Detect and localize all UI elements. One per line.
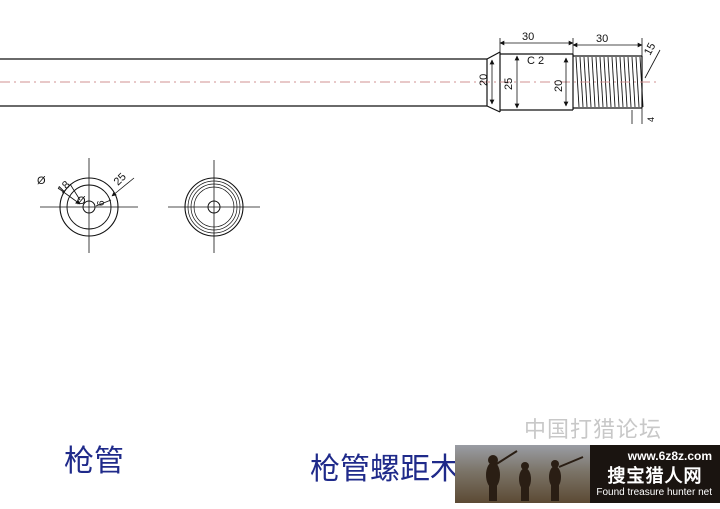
dim-relief: 4 (646, 117, 656, 122)
thread-line (611, 56, 616, 108)
cross-section-left-labels: Ø 18 Ø 25 6 (37, 171, 129, 207)
caption-barrel: 枪管 (64, 444, 124, 479)
label-ring-dia: 18 (56, 179, 73, 196)
barrel-side-view (0, 51, 643, 113)
thread-line (635, 56, 640, 108)
barrel-dimension-labels: 30 30 C 2 20 25 20 15 4 (478, 31, 658, 122)
cross-section-left (40, 158, 138, 253)
thread-line (615, 56, 620, 108)
banner-brand: 搜宝猎人网 (607, 466, 703, 487)
cross-section-right (168, 160, 260, 253)
dim-chamfer: C 2 (527, 55, 544, 67)
thread-line (595, 56, 600, 108)
thread-line (591, 56, 596, 108)
hunters-photo (455, 445, 590, 503)
label-bore: 6 (96, 200, 107, 206)
dim-shank-dia: 25 (503, 78, 515, 90)
banner-url[interactable]: www.6z8z.com (627, 449, 712, 463)
site-banner[interactable]: www.6z8z.com 搜宝猎人网 Found treasure hunter… (455, 445, 720, 503)
barrel-dimension-lines (489, 38, 661, 124)
label-bore-symbol: Ø (37, 175, 46, 187)
dim-collar-dia: 20 (478, 74, 490, 86)
caption-rifling: 枪管螺距木 (310, 452, 460, 487)
label-outer-dia: 25 (112, 171, 129, 188)
dim-length-thread: 30 (596, 33, 608, 45)
label-bore-symbol-inner: Ø (77, 195, 86, 207)
watermark: 中国打猎论坛 (524, 418, 663, 443)
thread-line (631, 56, 636, 108)
banner-subtitle: Found treasure hunter net (596, 487, 712, 498)
dim-thread-dia: 20 (553, 80, 565, 92)
dim-length-collar: 30 (522, 31, 534, 43)
thread-line (575, 56, 580, 108)
dim-thread-angle: 15 (642, 41, 658, 57)
